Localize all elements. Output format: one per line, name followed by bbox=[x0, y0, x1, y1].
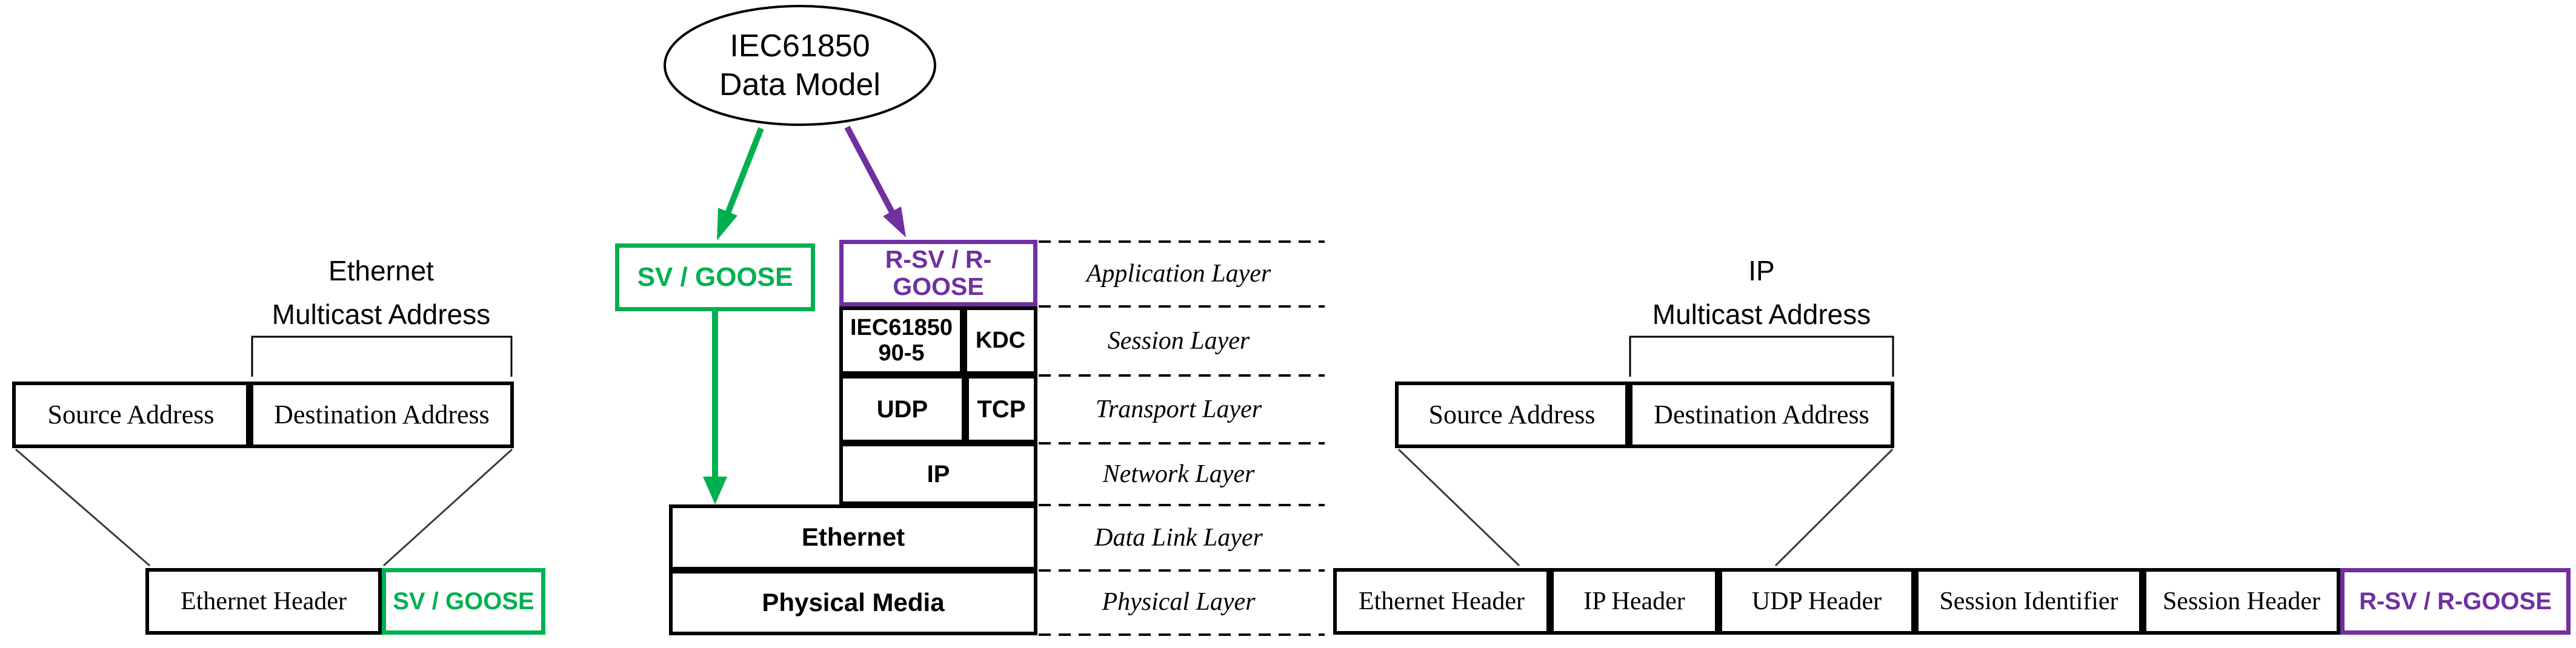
data-model-line1: IEC61850 bbox=[730, 28, 870, 64]
green-arrow-to-ethernet-icon bbox=[703, 311, 727, 504]
ip-multicast-title-line2: Multicast Address bbox=[1652, 299, 1871, 330]
iec61850-90-5-line1: IEC61850 bbox=[850, 314, 953, 340]
data-link-layer-label: Data Link Layer bbox=[1094, 524, 1263, 552]
sv-goose-payload-box: SV / GOOSE bbox=[382, 568, 545, 635]
green-arrow-to-sv-goose-icon bbox=[717, 127, 764, 240]
udp-header-box: UDP Header bbox=[1719, 568, 1915, 635]
ip-source-address-box: Source Address bbox=[1395, 382, 1629, 448]
ip-multicast-bracket bbox=[1629, 336, 1894, 377]
physical-layer-label: Physical Layer bbox=[1102, 588, 1256, 616]
ethernet-multicast-title-line1: Ethernet bbox=[328, 255, 434, 286]
r-sv-r-goose-box: R-SV / R-GOOSE bbox=[839, 240, 1037, 306]
ip-header-box: IP Header bbox=[1550, 568, 1719, 635]
sv-goose-box: SV / GOOSE bbox=[615, 243, 815, 311]
session-layer-label: Session Layer bbox=[1107, 327, 1250, 355]
layer-separator-lines bbox=[1039, 240, 1325, 636]
data-model-ellipse bbox=[664, 5, 936, 126]
udp-box: UDP bbox=[839, 375, 965, 443]
r-sv-r-goose-payload-box: R-SV / R-GOOSE bbox=[2340, 568, 2571, 635]
ip-box: IP bbox=[839, 443, 1037, 505]
ethernet-box: Ethernet bbox=[669, 504, 1037, 570]
eth-source-address-box: Source Address bbox=[12, 382, 250, 448]
kdc-box: KDC bbox=[964, 306, 1037, 375]
eth-destination-address-box: Destination Address bbox=[250, 382, 514, 448]
ethernet-header-box: Ethernet Header bbox=[145, 568, 382, 635]
iec61850-90-5-box: IEC61850 90-5 bbox=[839, 306, 964, 375]
data-model-label: IEC61850 Data Model bbox=[665, 27, 935, 104]
session-identifier-box: Session Identifier bbox=[1915, 568, 2143, 635]
iec61850-90-5-line2: 90-5 bbox=[878, 340, 925, 366]
ip-pkt-ethernet-header-box: Ethernet Header bbox=[1333, 568, 1550, 635]
ethernet-multicast-title-line2: Multicast Address bbox=[271, 299, 491, 330]
application-layer-label: Application Layer bbox=[1086, 260, 1271, 288]
session-header-box: Session Header bbox=[2143, 568, 2340, 635]
ethernet-multicast-bracket bbox=[251, 336, 513, 377]
network-layer-label: Network Layer bbox=[1102, 460, 1255, 488]
ip-multicast-title-line1: IP bbox=[1748, 255, 1775, 286]
data-model-line2: Data Model bbox=[719, 67, 880, 102]
ip-packet-funnel-lines bbox=[1397, 448, 1894, 567]
ethernet-frame-funnel-lines bbox=[15, 448, 513, 567]
transport-layer-label: Transport Layer bbox=[1095, 395, 1262, 423]
tcp-box: TCP bbox=[965, 375, 1037, 443]
ip-destination-address-box: Destination Address bbox=[1629, 382, 1894, 448]
physical-media-box: Physical Media bbox=[669, 570, 1037, 635]
purple-arrow-to-r-sv-icon bbox=[844, 125, 906, 237]
